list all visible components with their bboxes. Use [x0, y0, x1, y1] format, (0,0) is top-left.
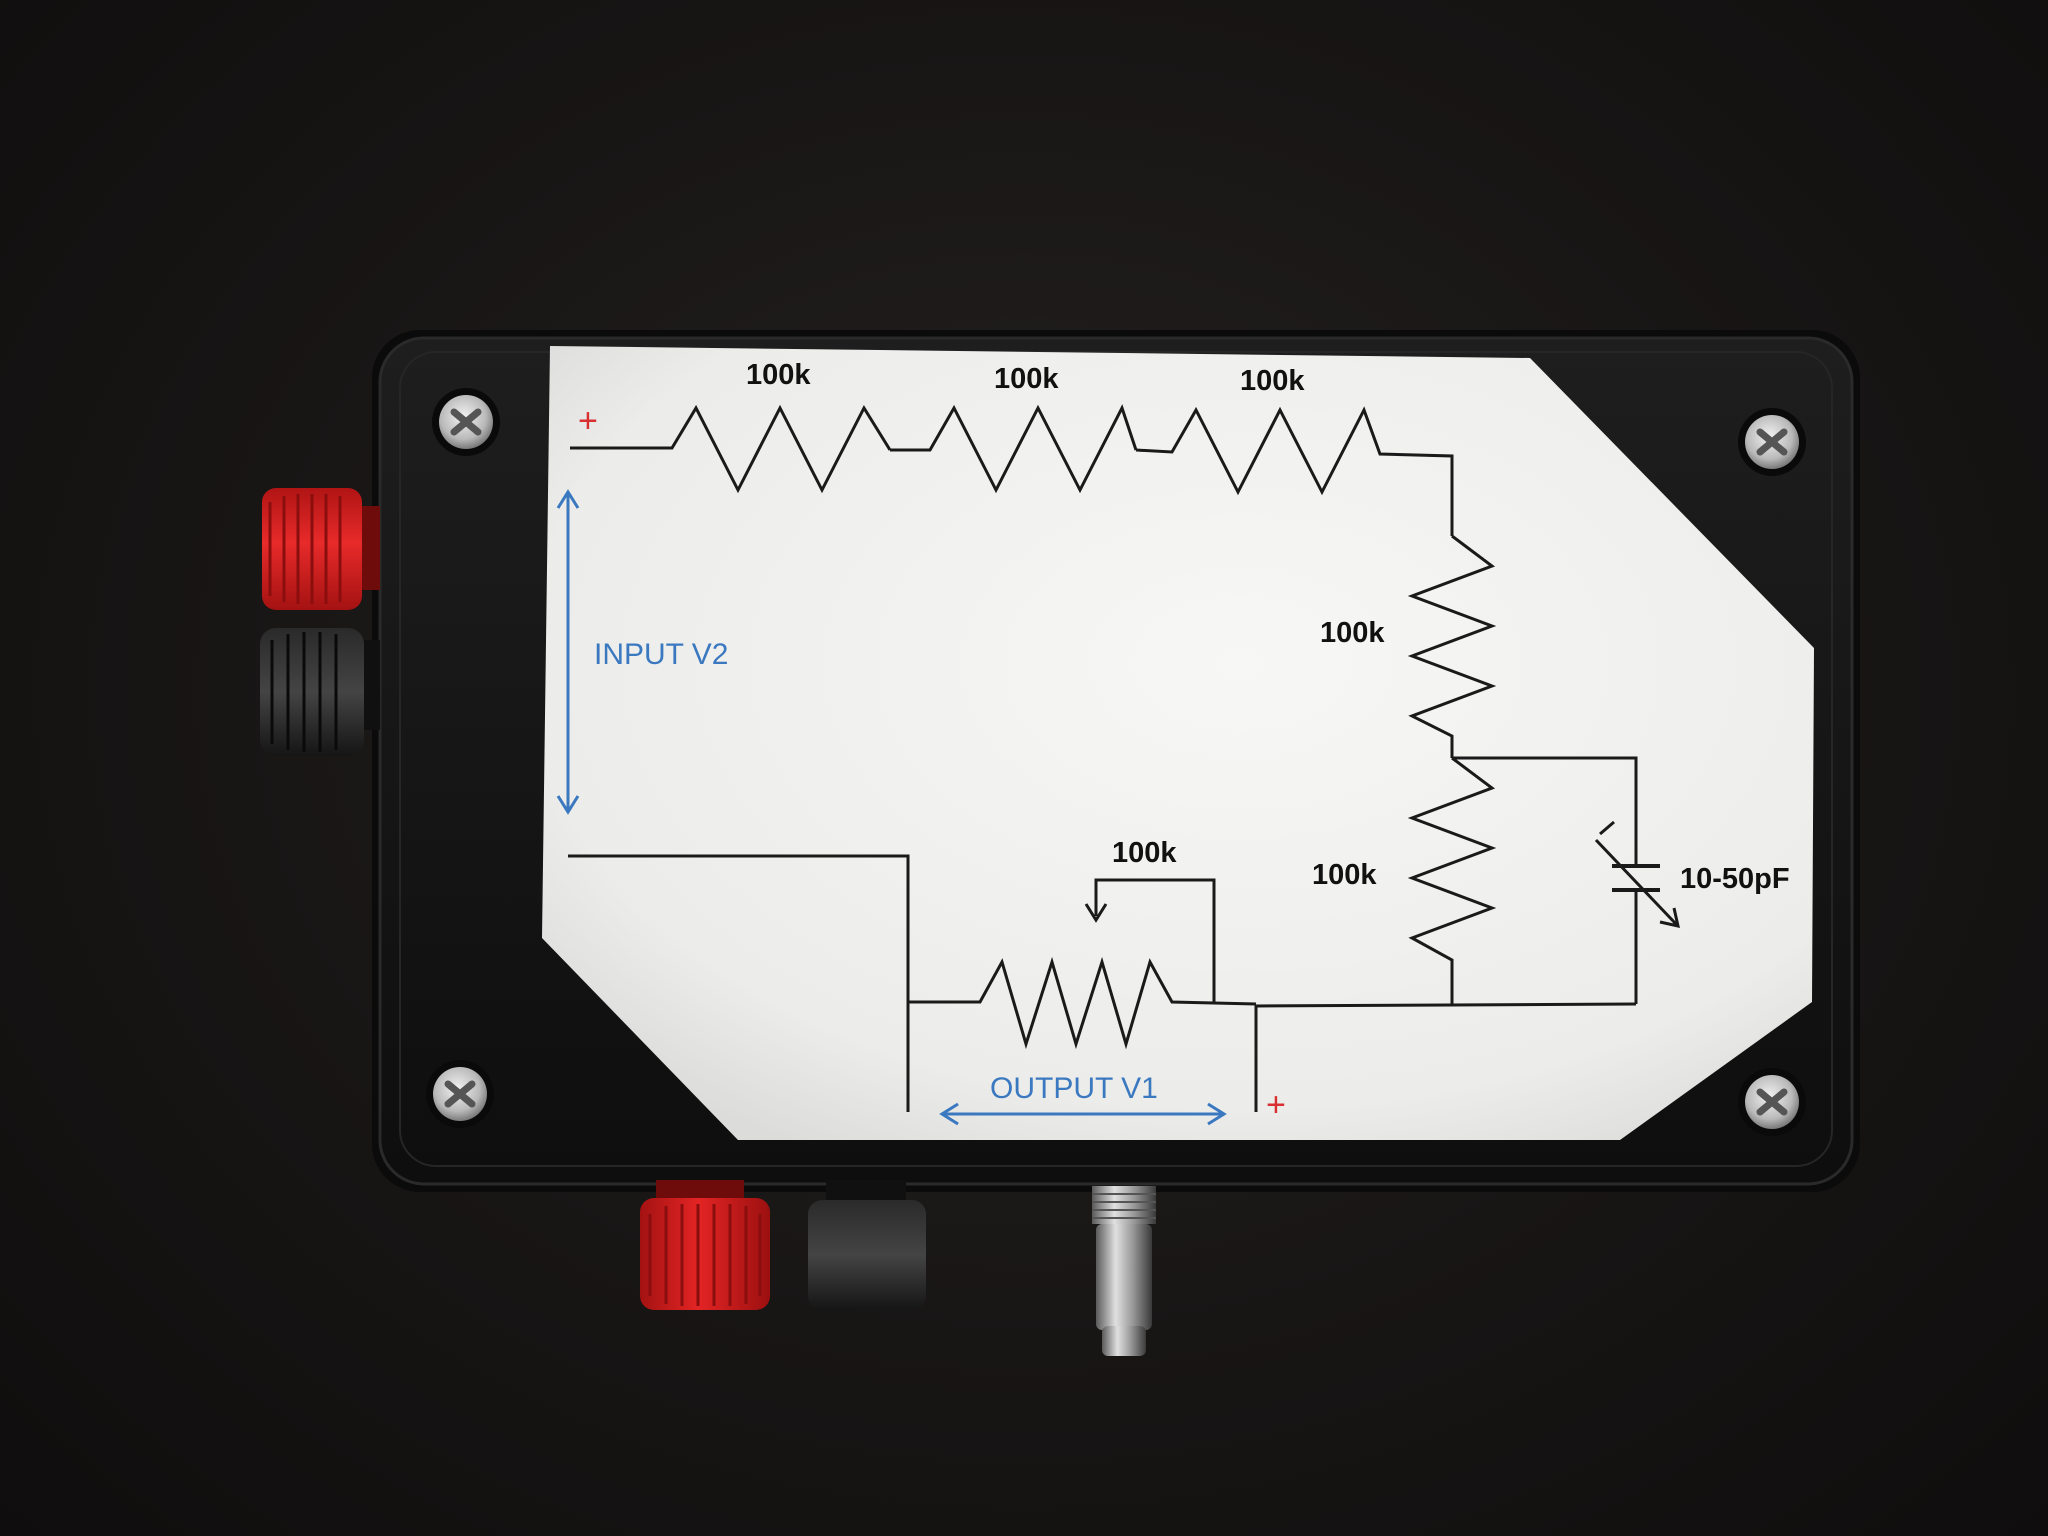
resistor-right-2	[1407, 756, 1497, 1004]
resistor-label-top-1: 100k	[746, 359, 811, 391]
phillips-screw-icon	[426, 1060, 494, 1128]
red-binding-post-left[interactable]	[262, 488, 380, 610]
resistor-right-1	[1407, 534, 1497, 758]
capacitor-label: 10-50pF	[1680, 863, 1790, 895]
resistor-top-3	[1135, 406, 1454, 536]
resistor-label-top-3: 100k	[1240, 365, 1305, 397]
phillips-screw-icon	[1738, 1068, 1806, 1136]
black-binding-post-bottom[interactable]	[808, 1180, 926, 1310]
schematic-wiring	[556, 404, 1680, 1126]
red-binding-post-bottom[interactable]	[640, 1180, 770, 1310]
input-plus-sign: +	[578, 402, 598, 440]
potentiometer-label: 100k	[1112, 837, 1177, 869]
resistor-label-right-2: 100k	[1312, 859, 1377, 891]
input-label: INPUT V2	[594, 638, 729, 671]
phillips-screw-icon	[1738, 408, 1806, 476]
black-binding-post-left[interactable]	[260, 628, 380, 756]
potentiometer	[908, 956, 1257, 1050]
resistor-top-1	[570, 404, 892, 494]
resistor-label-top-2: 100k	[994, 363, 1059, 395]
output-label: OUTPUT V1	[990, 1072, 1158, 1105]
schematic-paper	[542, 346, 1814, 1140]
variable-cap-arrow	[1594, 838, 1678, 926]
resistor-label-right-1: 100k	[1320, 617, 1385, 649]
resistor-top-2	[890, 404, 1138, 494]
output-plus-sign: +	[1266, 1086, 1286, 1124]
phillips-screw-icon	[432, 388, 500, 456]
dc-jack-icon[interactable]	[1092, 1186, 1156, 1356]
